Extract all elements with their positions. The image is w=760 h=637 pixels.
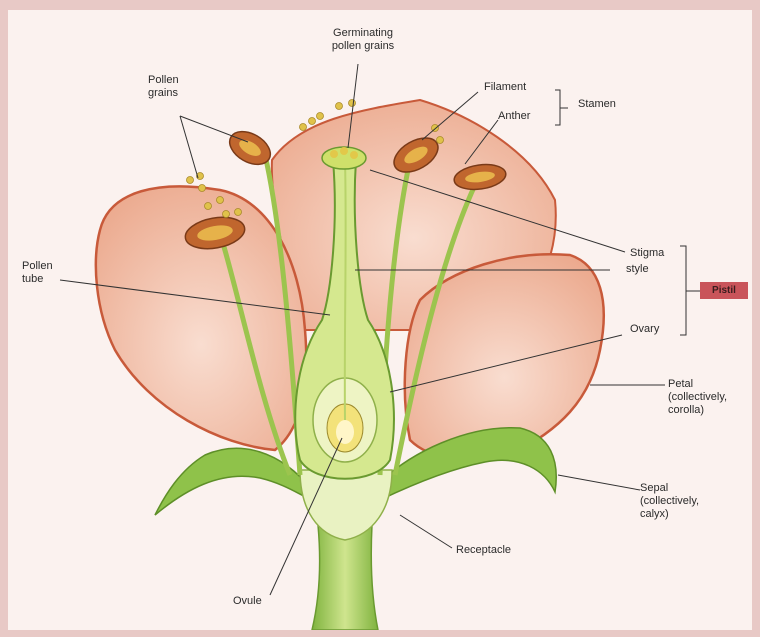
pollen-tube	[345, 160, 346, 420]
flower-diagram	[8, 10, 752, 630]
sepal-left	[155, 448, 312, 515]
label-ovary: Ovary	[630, 323, 659, 336]
ovule-inner	[336, 420, 354, 444]
label-sepal: Sepal (collectively, calyx)	[640, 482, 699, 521]
label-filament: Filament	[484, 81, 526, 94]
label-anther: Anther	[498, 110, 530, 123]
receptacle	[300, 470, 392, 540]
label-stigma: Stigma	[630, 247, 664, 260]
label-stamen: Stamen	[578, 98, 616, 111]
label-ovule: Ovule	[233, 595, 262, 608]
label-style: style	[626, 263, 649, 276]
diagram-frame: Germinating pollen grains Pollen grains …	[8, 10, 752, 630]
label-pollen-tube: Pollen tube	[22, 260, 53, 286]
label-germinating-pollen-grains: Germinating pollen grains	[308, 27, 418, 53]
label-receptacle: Receptacle	[456, 544, 511, 557]
pistil-badge: Pistil	[700, 282, 748, 299]
label-pollen-grains: Pollen grains	[148, 74, 179, 100]
label-petal: Petal (collectively, corolla)	[668, 378, 727, 417]
